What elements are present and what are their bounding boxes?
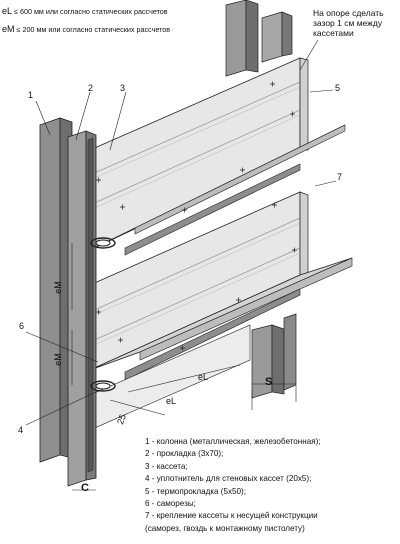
legend-item-6: 6 - саморезы;: [145, 499, 196, 509]
callout-7: 7: [337, 172, 343, 182]
dimension-el-left: eL: [166, 396, 177, 406]
dimension-c: C: [81, 482, 89, 494]
fastener-coils: [90, 237, 116, 392]
callout-3: 3: [120, 83, 126, 93]
screw-marks: [96, 81, 297, 351]
legend-item-5: 5 - термопрокладка (5х50);: [145, 486, 247, 496]
legend-item-2: 2 - прокладка (3х70);: [145, 449, 224, 459]
spacing-note-el-text: ≤ 600 мм или согласно статических рассче…: [14, 7, 168, 16]
callout-2: 2: [88, 83, 94, 93]
callout-4: 4: [18, 425, 24, 435]
pad-strip: [87, 137, 94, 473]
spacing-note-el-symbol: eL: [2, 6, 13, 16]
dimension-el-right: eL: [198, 372, 209, 382]
legend-item-3: 3 - кассета;: [145, 461, 188, 471]
spacing-note-el: eL ≤ 600 мм или согласно статических рас…: [2, 7, 168, 16]
legend-item-7-cont: (саморез, гвоздь к монтажному пистолету): [145, 523, 305, 533]
callout-6: 6: [19, 321, 25, 331]
support-gap-note: На опоре сделать зазор 1 см между кассет…: [313, 8, 384, 38]
dimension-s: S: [265, 376, 273, 388]
legend: 1 - колонна (металлическая, железобетонн…: [145, 436, 321, 535]
cassette-upper: [89, 57, 346, 256]
rear-column-top: [225, 0, 293, 77]
spacing-note-em-text: ≤ 200 мм или согласно статических рассче…: [16, 25, 171, 34]
front-column: [39, 117, 97, 487]
spacing-note-em: eM ≤ 200 мм или согласно статических рас…: [2, 25, 170, 34]
callout-5: 5: [335, 83, 341, 93]
cassette-lower: [89, 191, 353, 431]
legend-item-1: 1 - колонна (металлическая, железобетонн…: [145, 437, 321, 446]
dimension-em-lower: eM: [52, 353, 63, 366]
callout-1: 1: [28, 90, 34, 100]
spacing-note-em-symbol: eM: [2, 24, 15, 34]
leader-lines: [25, 39, 337, 491]
rear-column-bottom: [251, 313, 297, 399]
legend-item-4: 4 - уплотнитель для стеновых кассет (20х…: [145, 474, 312, 484]
dimension-em-upper: eM: [52, 281, 63, 294]
legend-item-7: 7 - крепление кассеты к несущей конструк…: [145, 511, 318, 521]
